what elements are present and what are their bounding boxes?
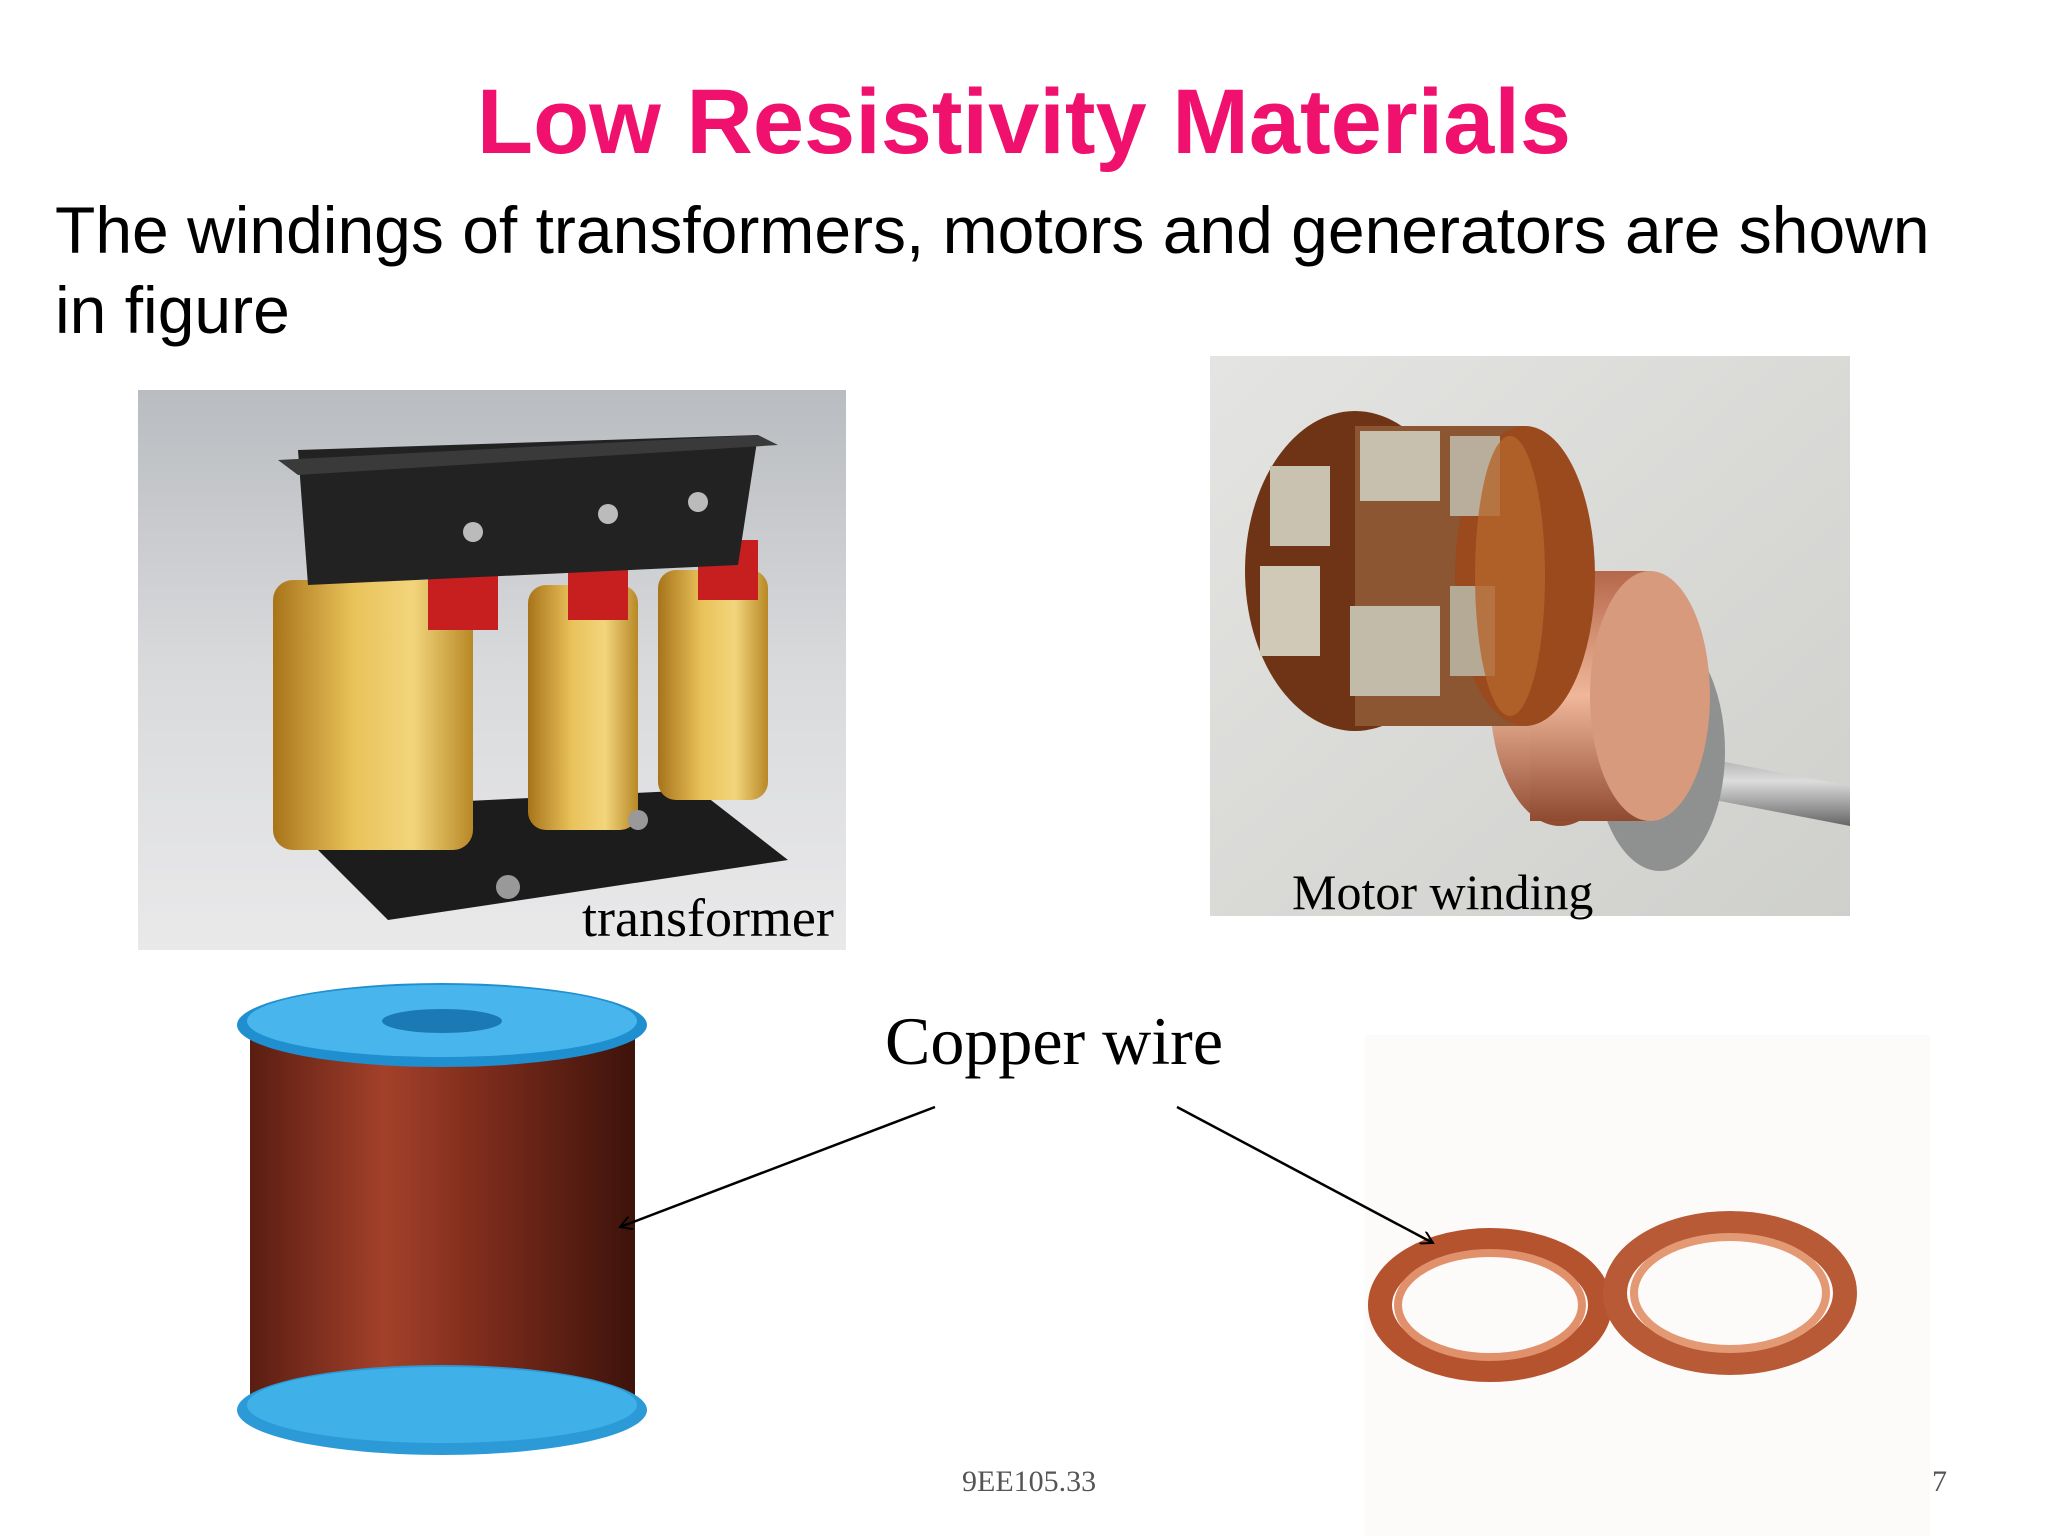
copper-wire-caption: Copper wire — [885, 1003, 1224, 1079]
transformer-photo — [138, 390, 846, 950]
motor-winding-photo — [1210, 356, 1850, 916]
motor-winding-caption: Motor winding — [1292, 864, 1594, 920]
page-number: 7 — [1932, 1465, 1947, 1498]
copper-coils-photo — [1365, 1035, 1930, 1536]
slide-title: Low Resistivity Materials — [476, 71, 1572, 173]
transformer-caption: transformer — [582, 888, 834, 948]
slide-body-text: The windings of transformers, motors and… — [55, 193, 1930, 347]
copper-wire-spool-photo — [205, 965, 700, 1470]
footer-course-code: 9EE105.33 — [962, 1465, 1097, 1498]
